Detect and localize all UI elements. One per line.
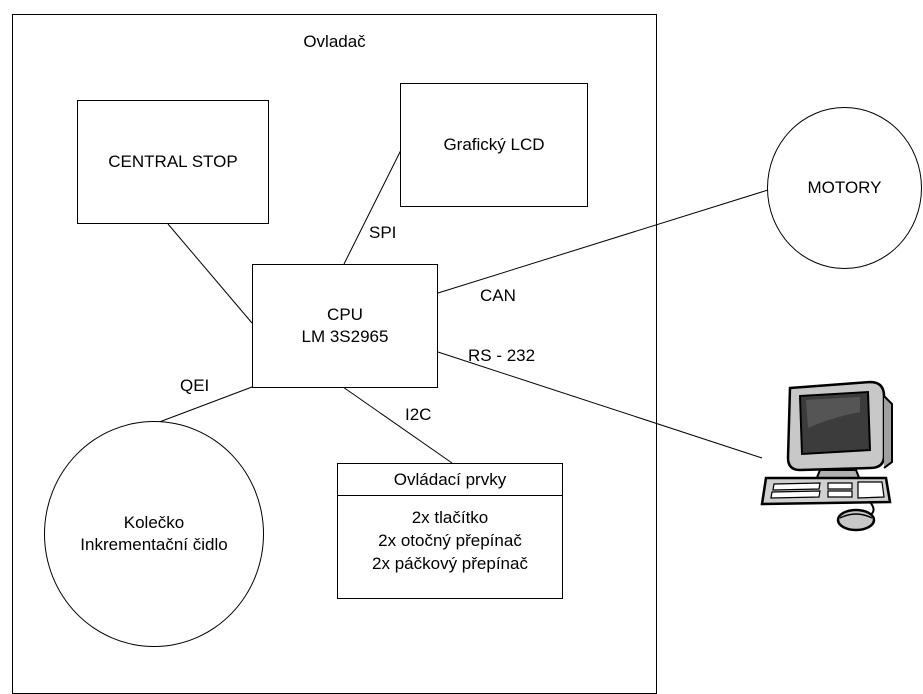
controls-item: 2x tlačítko bbox=[338, 506, 562, 529]
central-stop-box: CENTRAL STOP bbox=[77, 100, 269, 224]
lcd-label: Grafický LCD bbox=[443, 134, 544, 156]
line-lcd-cpu bbox=[344, 148, 402, 264]
controls-list: 2x tlačítko 2x otočný přepínač 2x páčkov… bbox=[338, 496, 562, 575]
system-diagram: Ovladač CENTRAL STOP Grafický LCD CPU LM… bbox=[0, 0, 923, 679]
spi-label: SPI bbox=[369, 223, 396, 243]
line-cpu-controls bbox=[343, 387, 452, 463]
cpu-model: LM 3S2965 bbox=[302, 326, 389, 348]
rs232-label: RS - 232 bbox=[468, 346, 535, 366]
wheel-sensor-label: Inkrementační čidlo bbox=[80, 534, 227, 556]
wheel-node: Kolečko Inkrementační čidlo bbox=[44, 421, 264, 647]
wheel-label: Kolečko bbox=[124, 512, 184, 534]
controls-item: 2x otočný přepínač bbox=[338, 529, 562, 552]
central-stop-label: CENTRAL STOP bbox=[108, 151, 237, 173]
controls-item: 2x páčkový přepínač bbox=[338, 552, 562, 575]
can-label: CAN bbox=[480, 286, 516, 306]
controls-box: Ovládací prvky 2x tlačítko 2x otočný pře… bbox=[337, 463, 563, 599]
motors-node: MOTORY bbox=[767, 107, 922, 269]
controls-title: Ovládací prvky bbox=[338, 464, 562, 496]
line-cpu-pc bbox=[438, 352, 762, 458]
lcd-box: Grafický LCD bbox=[400, 83, 588, 207]
cpu-box: CPU LM 3S2965 bbox=[252, 264, 438, 388]
qei-label: QEI bbox=[180, 376, 209, 396]
i2c-label: I2C bbox=[405, 405, 431, 425]
computer-icon bbox=[760, 378, 910, 538]
line-central-stop-cpu bbox=[168, 224, 252, 323]
motors-label: MOTORY bbox=[808, 177, 882, 199]
cpu-label: CPU bbox=[327, 304, 363, 326]
